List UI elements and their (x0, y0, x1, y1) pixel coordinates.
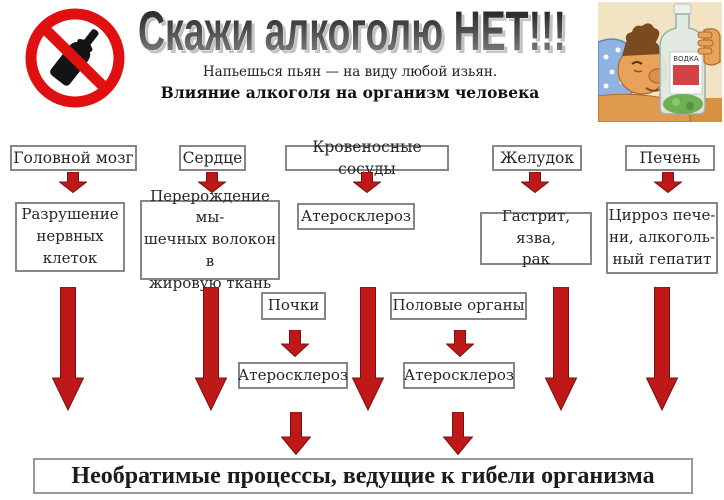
effect-box-reproductive-atherosclerosis: Атеросклероз (403, 362, 515, 389)
arrow-down-icon-brain (59, 172, 87, 193)
long-arrow-down-icon-5 (646, 287, 678, 411)
long-arrow-down-icon-2 (195, 287, 227, 411)
long-arrow-down-icon-1 (52, 287, 84, 411)
arrow-down-icon-vessels (353, 172, 381, 193)
title-shadow-text: Скажи алкоголю НЕТ!!! (141, 2, 569, 65)
no-alcohol-sign-icon (25, 8, 125, 108)
bottle-label-text: ВОДКА (673, 55, 699, 63)
effect-box-atherosclerosis: Атеросклероз (297, 203, 415, 230)
arrow-down-icon-to-banner-1 (281, 412, 311, 455)
arrow-down-icon-kidneys (281, 330, 309, 357)
long-arrow-down-icon-4 (545, 287, 577, 411)
conclusion-banner: Необратимые процессы, ведущие к гибели о… (33, 458, 693, 494)
effect-box-kidneys-atherosclerosis: Атеросклероз (238, 362, 348, 389)
drunk-man-cartoon: ВОДКА (598, 2, 722, 122)
organ-box-brain: Головной мозг (10, 145, 137, 171)
organ-box-heart: Сердце (179, 145, 246, 171)
title-text: Скажи алкоголю НЕТ!!! (138, 0, 566, 62)
proverb-line: Напьешься пьян — на виду любой изьян. (202, 64, 498, 80)
effect-box-cirrhosis: Цирроз пече- ни, алкоголь- ный гепатит (606, 202, 718, 274)
organ-box-liver: Печень (625, 145, 715, 171)
arrow-down-icon-reproductive (446, 330, 474, 357)
organ-box-reproductive: Половые органы (390, 292, 527, 320)
poster-subtitle: Влияние алкоголя на организм человека (160, 83, 540, 102)
poster-title: Скажи алкоголю НЕТ!!! Скажи алкоголю НЕТ… (138, 0, 570, 65)
long-arrow-down-icon-3 (352, 287, 384, 411)
organ-box-vessels: Кровеносные сосуды (285, 138, 449, 178)
organ-box-stomach: Желудок (492, 145, 582, 171)
arrow-down-icon-liver (654, 172, 682, 193)
effect-box-gastritis: Гастрит, язва, рак (480, 207, 592, 268)
effect-box-muscle-fibers: Перерождение мы- шечных волокон в жирову… (140, 187, 280, 292)
effect-box-nerve-cells: Разрушение нервных клеток (15, 202, 125, 272)
arrow-down-icon-stomach (521, 172, 549, 193)
arrow-down-icon-heart (198, 172, 226, 193)
arrow-down-icon-to-banner-2 (443, 412, 473, 455)
organ-box-kidneys: Почки (261, 292, 326, 320)
